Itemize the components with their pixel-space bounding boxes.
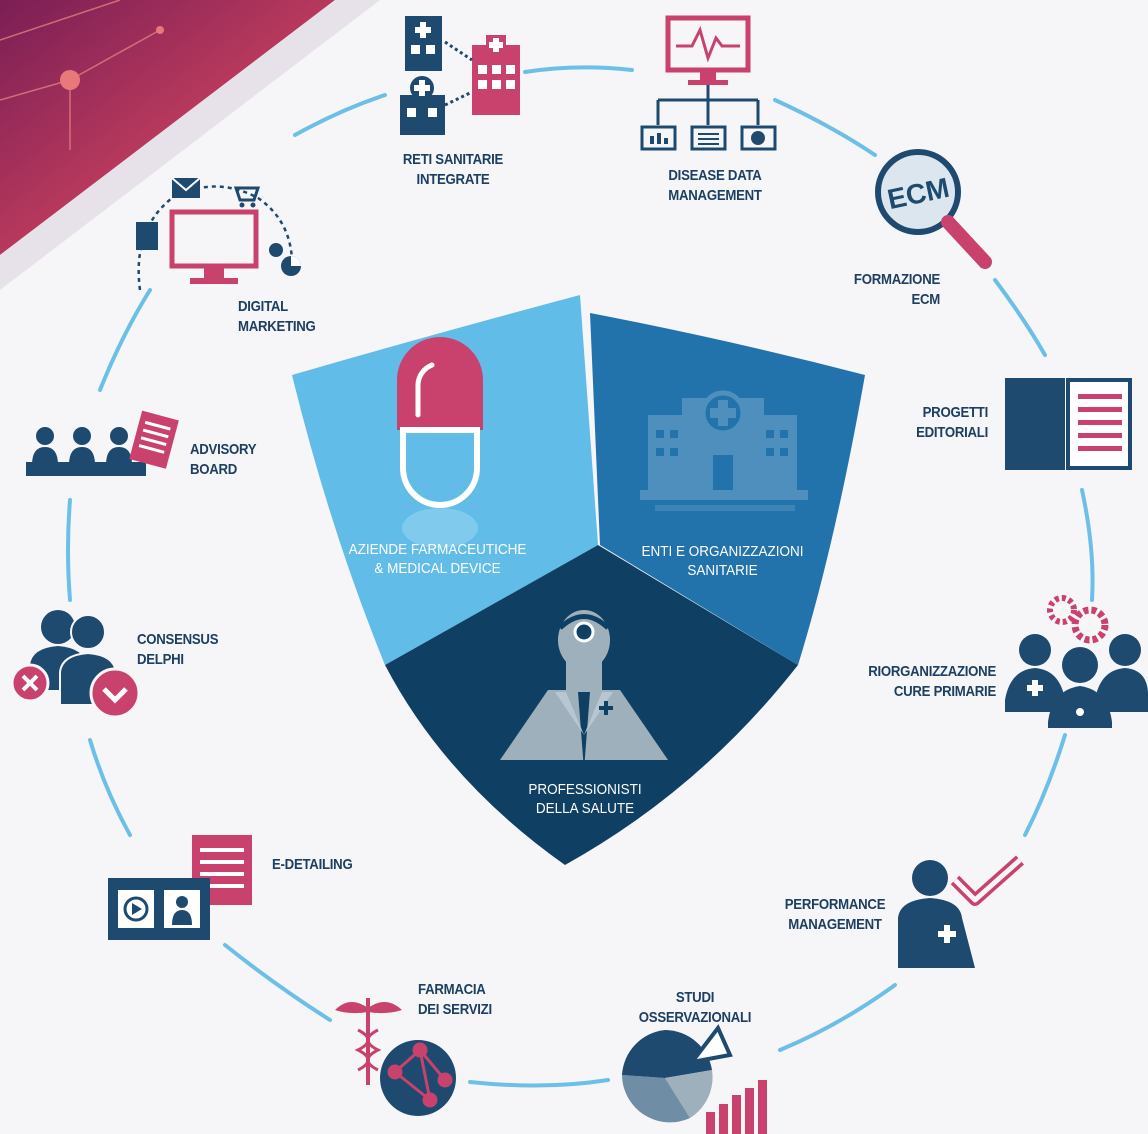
consensus-line2: DELPHI bbox=[137, 651, 184, 668]
disease-line1: DISEASE DATA bbox=[668, 167, 762, 184]
label-riorganizzazione: RIORGANIZZAZIONE CURE PRIMARIE bbox=[850, 662, 996, 702]
person-check-icon bbox=[898, 855, 1024, 968]
left-segment bbox=[292, 295, 598, 665]
digital-line2: MARKETING bbox=[238, 318, 316, 335]
corner-decoration bbox=[0, 0, 380, 290]
riorg-line1: RIORGANIZZAZIONE bbox=[868, 663, 996, 680]
caduceus-network-icon bbox=[335, 998, 456, 1116]
studi-line1: STUDI bbox=[675, 989, 715, 1006]
label-performance: PERFORMANCE MANAGEMENT bbox=[773, 895, 896, 935]
performance-line1: PERFORMANCE bbox=[784, 896, 886, 913]
pie-chart-icon bbox=[622, 1024, 767, 1134]
label-edetailing: E-DETAILING bbox=[272, 855, 353, 875]
digital-monitor-icon bbox=[136, 177, 301, 291]
monitor-data-icon bbox=[640, 15, 777, 151]
label-advisory: ADVISORY BOARD bbox=[190, 440, 257, 480]
hospital-network-icon bbox=[400, 16, 520, 135]
reti-line2: INTEGRATE bbox=[416, 171, 490, 188]
segment-label-left: AZIENDE FARMACEUTICHE & MEDICAL DEVICE bbox=[345, 540, 530, 578]
progetti-line2: EDITORIALI bbox=[916, 424, 988, 441]
advisory-line2: BOARD bbox=[190, 461, 238, 478]
magnifier-icon: ECM bbox=[875, 149, 992, 269]
consensus-line1: CONSENSUS bbox=[137, 631, 219, 648]
disease-line2: MANAGEMENT bbox=[668, 187, 762, 204]
book-icon bbox=[1005, 378, 1132, 470]
label-disease-data: DISEASE DATA MANAGEMENT bbox=[658, 166, 772, 206]
ring bbox=[66, 65, 1095, 1088]
segment-bottom-line1: PROFESSIONISTI bbox=[528, 781, 642, 798]
studi-line2: OSSERVAZIONALI bbox=[638, 1009, 752, 1026]
segment-right-line1: ENTI E ORGANIZZAZIONI bbox=[641, 543, 804, 560]
progetti-line1: PROGETTI bbox=[922, 404, 989, 421]
segment-left-line1: AZIENDE FARMACEUTICHE bbox=[348, 541, 527, 558]
capsule-icon bbox=[397, 337, 483, 548]
ecm-line2: ECM bbox=[911, 291, 940, 308]
segment-label-bottom: PROFESSIONISTI DELLA SALUTE bbox=[509, 780, 662, 818]
people-vote-icon bbox=[10, 610, 141, 719]
label-studi: STUDI OSSERVAZIONALI bbox=[625, 988, 766, 1028]
doctor-icon bbox=[500, 610, 668, 770]
hospital-icon bbox=[640, 390, 808, 511]
ecm-line1: FORMAZIONE bbox=[853, 271, 940, 288]
board-icon bbox=[26, 410, 179, 476]
center-shield bbox=[292, 295, 865, 865]
segment-right-line2: SANITARIE bbox=[687, 562, 758, 579]
label-reti-sanitarie: RETI SANITARIE INTEGRATE bbox=[396, 150, 510, 190]
performance-line2: MANAGEMENT bbox=[788, 916, 882, 933]
edetailing-line1: E-DETAILING bbox=[272, 856, 353, 873]
label-farmacia: FARMACIA DEI SERVIZI bbox=[418, 980, 492, 1020]
advisory-line1: ADVISORY bbox=[190, 441, 257, 458]
digital-line1: DIGITAL bbox=[238, 298, 288, 315]
label-formazione-ecm: FORMAZIONE ECM bbox=[833, 270, 940, 310]
reti-line1: RETI SANITARIE bbox=[402, 151, 504, 168]
farmacia-line1: FARMACIA bbox=[418, 981, 486, 998]
medical-team-icon bbox=[1005, 595, 1148, 728]
segment-left-line2: & MEDICAL DEVICE bbox=[374, 560, 501, 577]
riorg-line2: CURE PRIMARIE bbox=[893, 683, 996, 700]
segment-bottom-line2: DELLA SALUTE bbox=[535, 800, 635, 817]
farmacia-line2: DEI SERVIZI bbox=[418, 1001, 492, 1018]
segment-label-right: ENTI E ORGANIZZAZIONI SANITARIE bbox=[635, 542, 811, 580]
video-icon bbox=[108, 835, 252, 940]
label-digital: DIGITAL MARKETING bbox=[238, 297, 316, 337]
label-progetti-editoriali: PROGETTI EDITORIALI bbox=[893, 403, 988, 443]
label-consensus: CONSENSUS DELPHI bbox=[137, 630, 219, 670]
